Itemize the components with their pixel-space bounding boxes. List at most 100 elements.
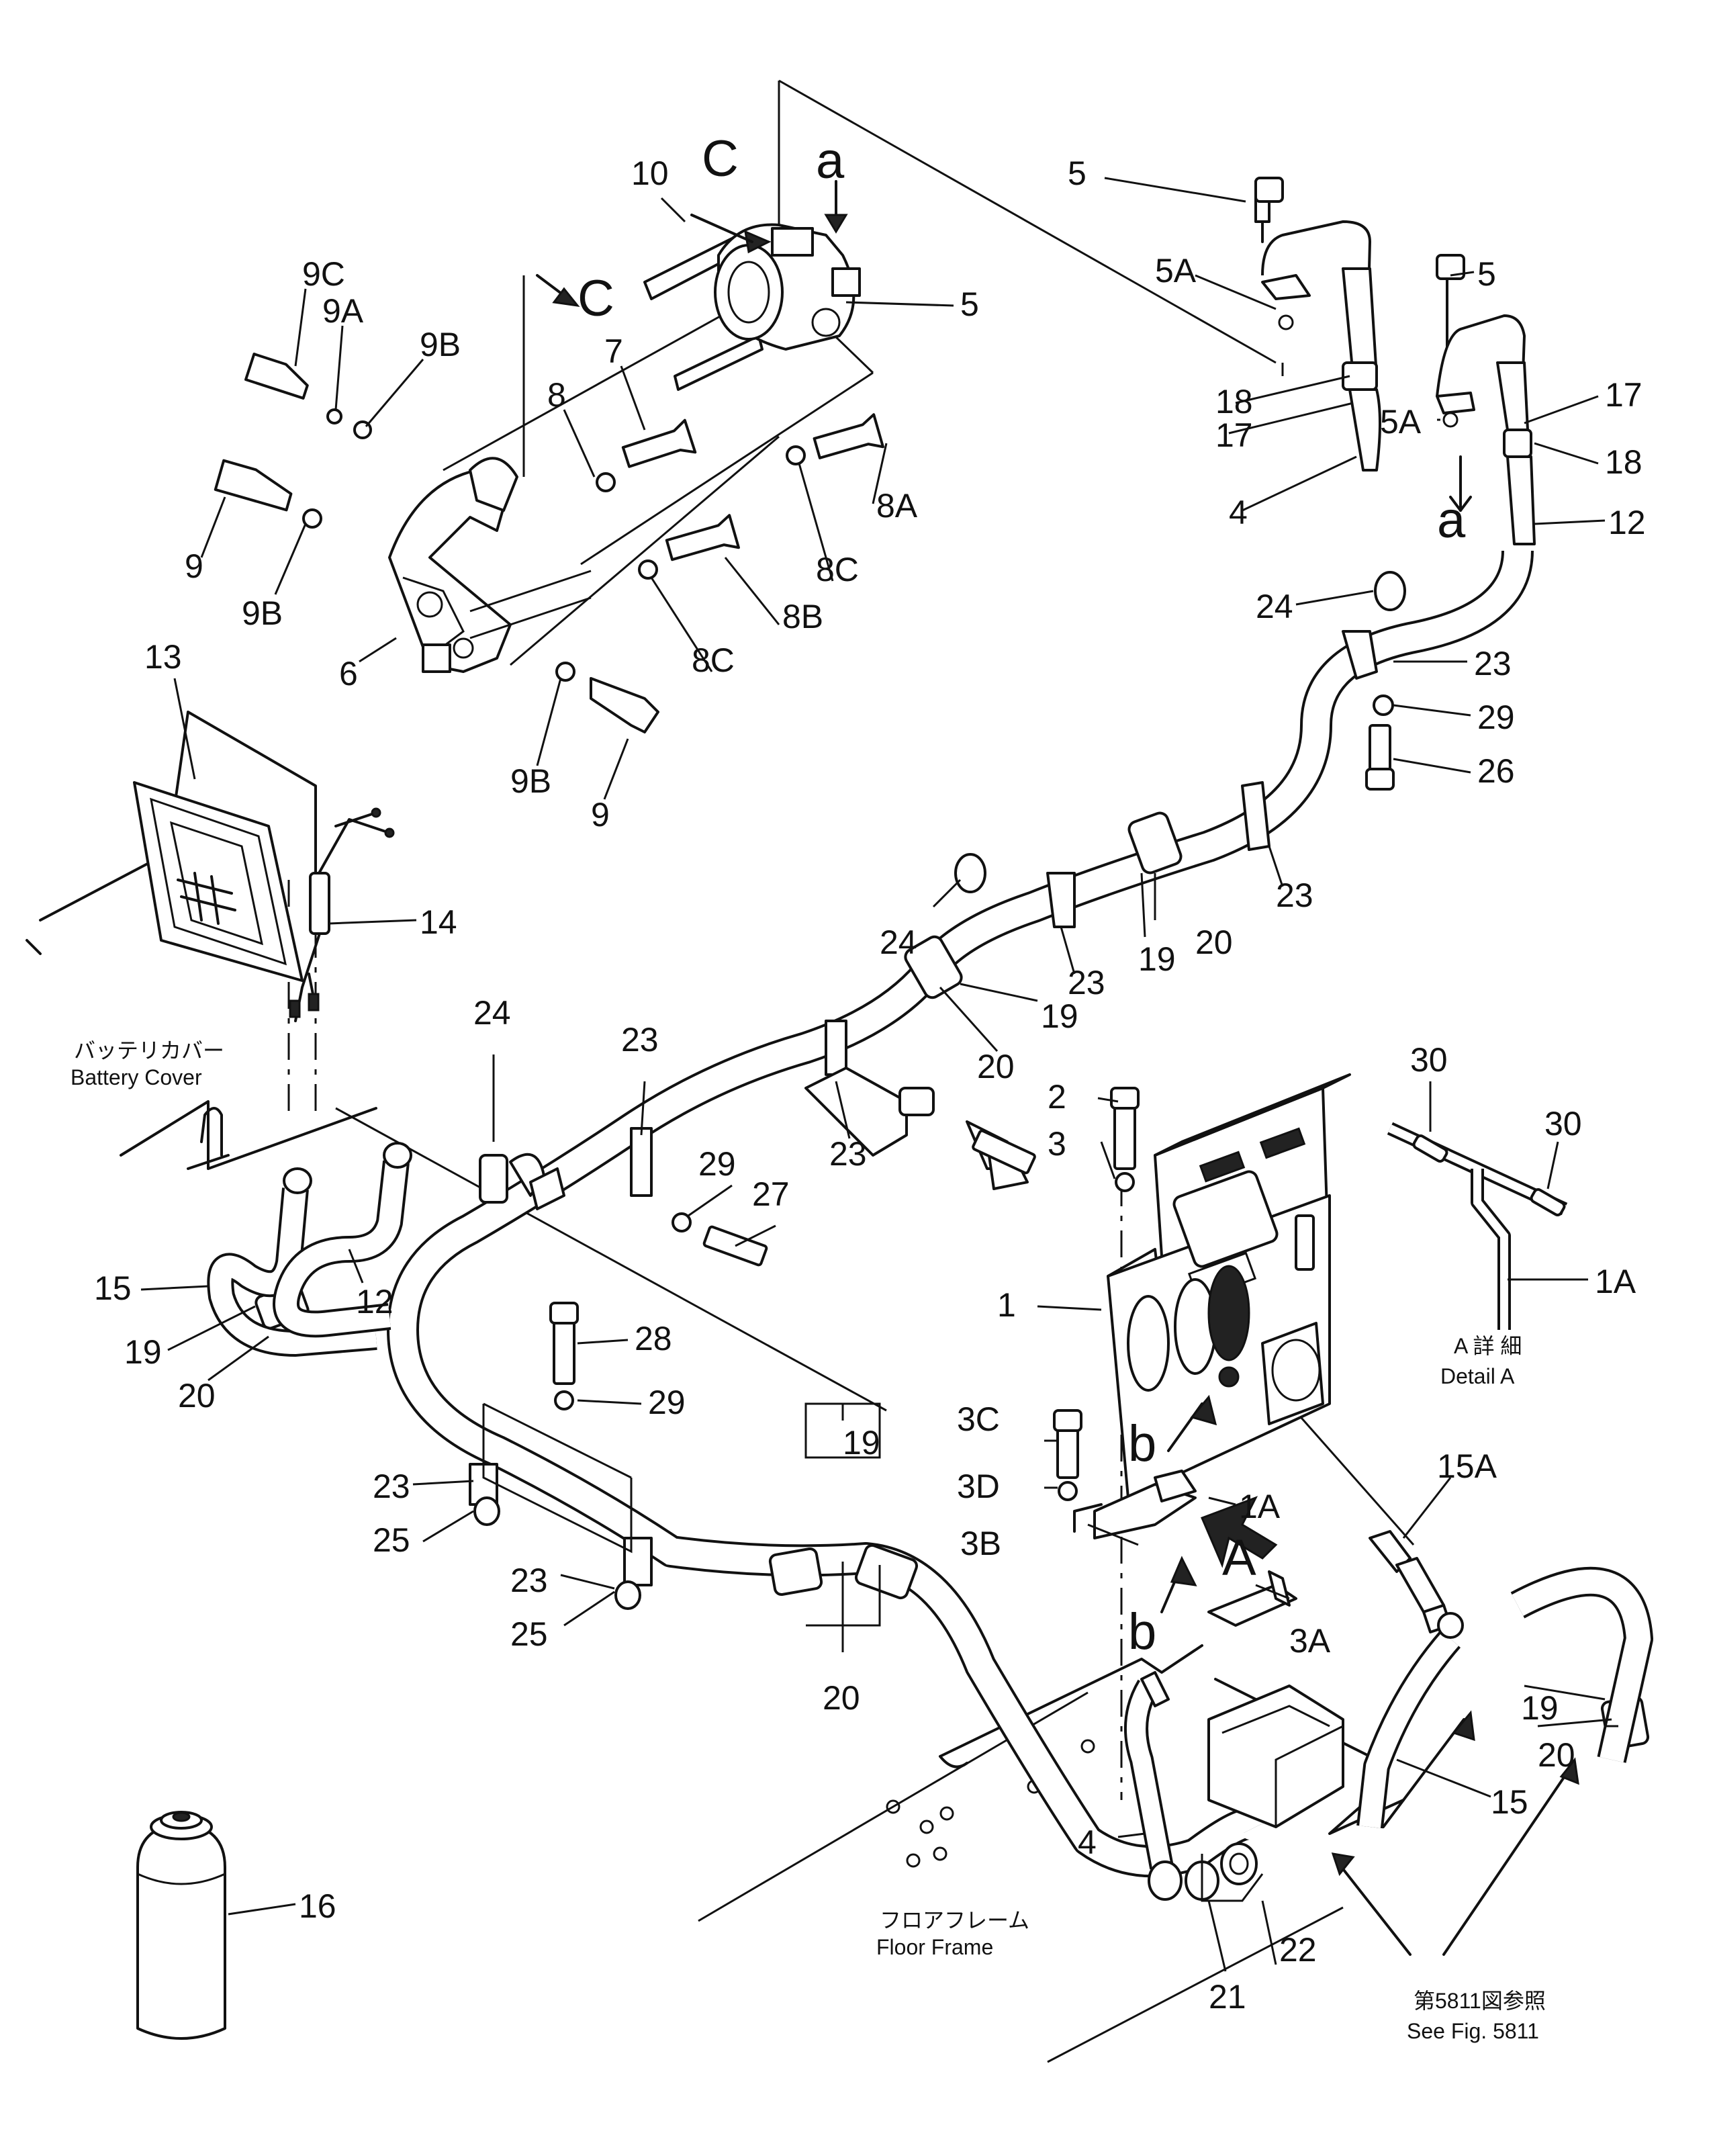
label-p23-2: 23 — [1276, 877, 1313, 914]
part-3B-3A-brackets — [1073, 1470, 1297, 1627]
battery-cover — [26, 711, 377, 1170]
label-p8C-1: 8C — [816, 551, 859, 588]
caption-floor-frame-jp: フロアフレーム — [880, 1908, 1029, 1932]
label-p19-4: 19 — [843, 1424, 880, 1462]
label-pb2: b — [1128, 1603, 1156, 1660]
label-p30-2: 30 — [1544, 1105, 1582, 1142]
caption-detail-a-jp: A 詳 細 — [1454, 1334, 1522, 1358]
label-p3: 3 — [1048, 1125, 1066, 1163]
caption-see-fig-jp: 第5811図参照 — [1414, 1989, 1546, 2013]
caption-floor-frame-en: Floor Frame — [876, 1935, 993, 1959]
label-p15-2: 15 — [1491, 1783, 1528, 1821]
part-14-harness — [289, 807, 395, 1022]
label-p8C-2: 8C — [692, 641, 735, 679]
label-p20-3: 20 — [178, 1377, 216, 1414]
part-5-compressor — [714, 223, 861, 351]
label-p8B: 8B — [782, 598, 823, 635]
upper-right-hoses — [1254, 177, 1536, 545]
label-p23-6: 23 — [373, 1468, 410, 1505]
label-p15-1: 15 — [94, 1269, 132, 1307]
label-p29-1: 29 — [1477, 699, 1515, 736]
label-p23-7: 23 — [510, 1562, 548, 1599]
label-p5A-1: 5A — [1155, 252, 1197, 289]
label-p19-2: 19 — [1041, 997, 1078, 1035]
label-p26: 26 — [1477, 752, 1515, 790]
part-16-can — [136, 1811, 226, 2040]
label-p17-1: 17 — [1215, 416, 1253, 454]
label-p19-3: 19 — [124, 1333, 162, 1371]
label-p9B-3: 9B — [510, 762, 551, 800]
label-p18-2: 18 — [1605, 443, 1643, 481]
caption-battery-cover-jp: バッテリカバー — [74, 1038, 224, 1063]
label-p5A-2: 5A — [1380, 403, 1422, 441]
label-p4-1: 4 — [1229, 494, 1248, 531]
label-p7: 7 — [604, 332, 623, 370]
label-p20-4: 20 — [823, 1679, 860, 1717]
label-p9-1: 9 — [185, 547, 203, 585]
label-p16: 16 — [299, 1887, 336, 1925]
label-p1A-1: 1A — [1595, 1263, 1636, 1300]
label-p17-2: 17 — [1605, 376, 1643, 414]
label-p15A: 15A — [1437, 1447, 1497, 1485]
label-p9A: 9A — [322, 292, 364, 330]
label-p24-2: 24 — [880, 924, 917, 961]
label-p1A-2: 1A — [1239, 1488, 1281, 1525]
label-p23-5: 23 — [829, 1135, 867, 1173]
bolts-group — [214, 353, 884, 733]
label-pa1: a — [816, 132, 845, 189]
arrows — [536, 180, 1579, 1956]
label-p28: 28 — [635, 1320, 672, 1357]
label-p25-1: 25 — [373, 1521, 410, 1559]
label-p23-4: 23 — [621, 1021, 659, 1059]
label-pA: A — [1222, 1529, 1256, 1586]
small-bolts — [549, 694, 1395, 1501]
label-p4-2: 4 — [1078, 1824, 1097, 1861]
label-p8A: 8A — [876, 487, 918, 525]
label-p9B-1: 9B — [420, 326, 461, 363]
label-p3A: 3A — [1289, 1622, 1331, 1660]
part-6-bracket — [388, 457, 592, 673]
part-1-unit — [1107, 1073, 1351, 1499]
label-p8: 8 — [547, 376, 566, 414]
label-p25-2: 25 — [510, 1615, 548, 1653]
label-p10: 10 — [631, 154, 669, 192]
label-p29-3: 29 — [648, 1384, 686, 1421]
brackets-23-25 — [473, 571, 1406, 1610]
label-p2: 2 — [1048, 1078, 1066, 1116]
label-p24-1: 24 — [1256, 588, 1293, 625]
clamps — [255, 630, 1650, 1750]
label-p23-3: 23 — [1068, 964, 1105, 1001]
label-p29-2: 29 — [698, 1145, 736, 1183]
label-p21: 21 — [1209, 1978, 1246, 2016]
main-hose-run — [387, 549, 1534, 1878]
label-p19-5: 19 — [1521, 1689, 1559, 1727]
label-p18-1: 18 — [1215, 383, 1253, 420]
label-p20-5: 20 — [1538, 1736, 1575, 1774]
label-p12-2: 12 — [356, 1283, 394, 1320]
label-p5b: 5 — [1068, 154, 1086, 192]
label-p20-1: 20 — [1195, 924, 1233, 961]
label-p19-1: 19 — [1138, 940, 1176, 978]
label-pa2: a — [1437, 492, 1466, 549]
label-p20-2: 20 — [977, 1048, 1015, 1085]
label-p27: 27 — [752, 1175, 790, 1213]
label-p9C: 9C — [302, 255, 345, 293]
label-p5a: 5 — [960, 285, 979, 323]
label-p6: 6 — [339, 655, 358, 692]
leader-lines — [140, 177, 1618, 1972]
caption-detail-a-en: Detail A — [1440, 1364, 1515, 1388]
captions: バッテリカバー Battery Cover A 詳 細 Detail A フロア… — [71, 1038, 1546, 2043]
left-hoses — [207, 1142, 412, 1357]
lower-right-parts — [1124, 1530, 1653, 1902]
label-p13: 13 — [144, 638, 182, 676]
label-p9B-2: 9B — [242, 594, 283, 632]
label-p3C: 3C — [957, 1400, 1000, 1438]
label-p3B: 3B — [960, 1525, 1001, 1562]
label-p5c: 5 — [1477, 255, 1496, 293]
label-p24-3: 24 — [473, 994, 511, 1032]
caption-battery-cover-en: Battery Cover — [71, 1065, 202, 1089]
label-p30-1: 30 — [1410, 1041, 1448, 1079]
label-p23-1: 23 — [1474, 645, 1512, 682]
